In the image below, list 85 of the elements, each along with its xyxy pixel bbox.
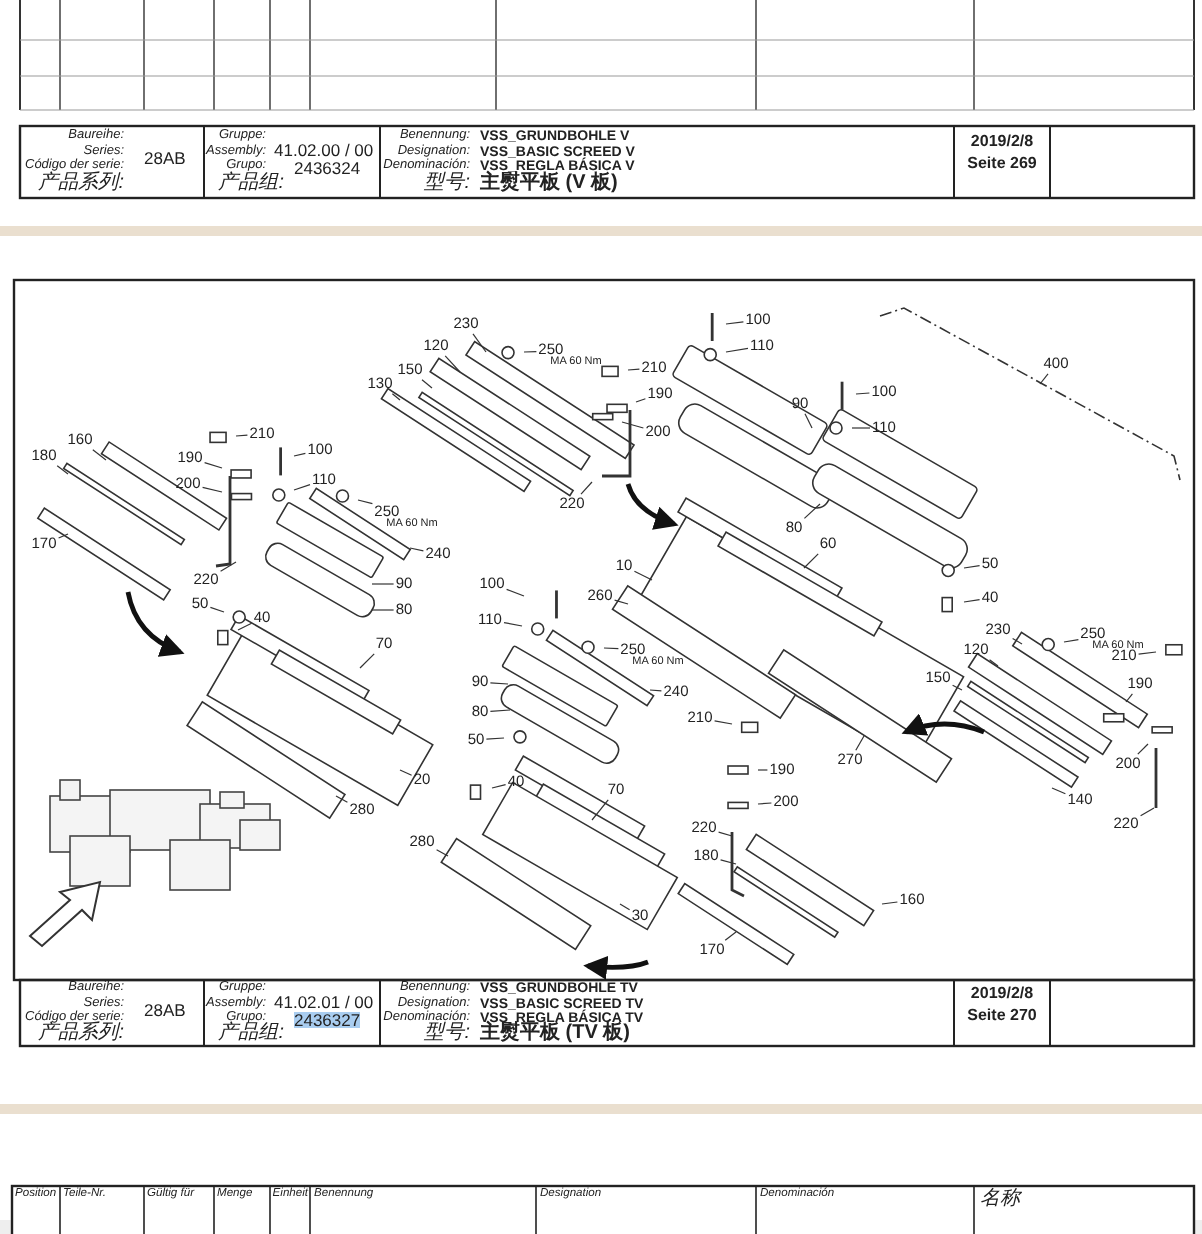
leader-line [359,653,375,669]
field-label: 型号: [424,174,470,194]
leader-line [963,565,981,569]
leader-line [58,533,69,539]
leader-line [436,849,449,857]
leader-line [371,583,395,585]
field-value: 41.02.01 / 00 [274,993,374,1010]
leader-line [506,588,525,597]
leader-line [635,398,646,403]
leader-line [489,709,511,712]
field-label: 产品系列: [38,1024,124,1044]
leader-line [491,784,507,789]
field-value: 41.02.00 / 00 [274,141,374,158]
leader-line [714,720,733,725]
field-value: 28AB [144,1002,186,1019]
leader-line [720,859,737,865]
leader-line [485,737,505,740]
date-text: 2019/2/8 [970,134,1034,150]
leader-line [851,427,871,429]
leader-line [237,622,253,631]
page-number: Seite 270 [967,1008,1037,1024]
leader-line [1039,373,1049,385]
leader-line [633,570,653,581]
leader-line [718,831,733,837]
leader-line [357,499,373,505]
leader-line [399,769,413,776]
leader-line [803,553,819,569]
leader-line [1138,651,1157,655]
leader-line [444,355,461,373]
leader-line [591,799,609,821]
leader-line [523,351,537,353]
leader-line [503,622,523,627]
page-number: Seite 269 [967,156,1037,172]
leader-line [881,901,898,905]
leader-line [580,481,593,495]
leader-line [1051,787,1066,795]
leader-line [989,659,999,667]
leader-line [603,647,619,650]
leader-line [952,684,963,691]
column-header: 名称 [980,1190,1020,1210]
field-label: 型号: [424,1024,470,1044]
leader-line [220,561,237,572]
field-value: 28AB [144,150,186,167]
field-label: 产品系列: [38,174,124,194]
leader-line [293,484,311,491]
leader-line [472,333,487,353]
field-label: 产品组: [218,1024,284,1044]
leader-line [757,769,768,771]
leader-line [1137,743,1149,755]
leader-line [855,735,865,751]
leader-line [619,903,631,911]
field-value: 2436324 [294,159,361,176]
leader-line [963,599,981,603]
leader-line [1012,637,1023,645]
field-label: 产品组: [218,174,284,194]
leader-line [614,599,629,605]
leader-line [725,321,744,325]
leader-line [489,682,509,685]
leader-line [421,379,433,389]
leader-line [804,413,813,429]
leader-line [724,931,737,941]
leader-line [235,434,248,437]
date-text: 2019/2/8 [970,986,1034,1002]
leader-line [335,795,348,803]
leader-line [56,465,69,475]
field-value: 主熨平板 (TV 板) [480,1024,630,1044]
leader-line [1140,807,1155,817]
leader-line [649,689,662,692]
leader-line [627,368,640,371]
leader-line [757,802,772,805]
leader-line [92,449,107,461]
leader-line [1125,693,1133,703]
leader-line [855,392,870,395]
field-value: 主熨平板 (V 板) [480,174,618,194]
leader-line [409,547,424,552]
leader-line [391,393,401,401]
leader-line [725,347,749,353]
leader-line [293,452,306,457]
leader-line [1063,639,1079,643]
leader-line [621,421,644,429]
leader-line [371,609,395,611]
leader-line [209,606,225,613]
leader-line [803,503,821,519]
leader-line [204,462,223,469]
leader-line [202,486,223,493]
